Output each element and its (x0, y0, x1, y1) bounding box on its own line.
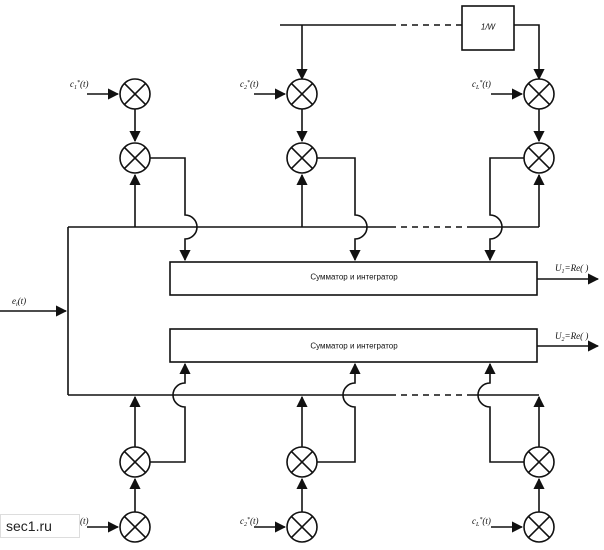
bottom-multiplier-ref-1 (119, 511, 151, 543)
top-feed-L (484, 157, 554, 262)
top-multiplier-ref-L (523, 78, 555, 110)
scaler-box (461, 5, 515, 51)
bottom-feed-2 (317, 362, 361, 463)
top-multiplier-sig-1 (119, 142, 151, 174)
top-ref-2-label: c2*(t) (240, 79, 259, 92)
watermark: sec1.ru (0, 514, 80, 538)
top-multiplier-ref-L-cross-b (527, 82, 551, 106)
bottom-multiplier-sig-1 (119, 446, 151, 478)
top-multiplier-sig-1-cross-b (123, 146, 147, 170)
top-ref-L-label: cL*(t) (472, 79, 491, 92)
top-feed-1 (150, 157, 198, 262)
bottom-multiplier-ref-L (523, 511, 555, 543)
bottom-ref-2-label: c2*(t) (240, 516, 259, 529)
bottom-multiplier-sig-2-cross-b (290, 450, 314, 474)
top-multiplier-ref-1 (119, 78, 151, 110)
top-ref-1-label: c1*(t) (70, 79, 89, 92)
bottom-multiplier-sig-L (523, 446, 555, 478)
bottom-multiplier-ref-2-cross-b (290, 515, 314, 539)
scaler-label: 1/W (480, 22, 496, 32)
top-multiplier-sig-L (523, 142, 555, 174)
bottom-ref-L-label: cL*(t) (472, 516, 491, 529)
bottom-multiplier-sig-2 (286, 446, 318, 478)
top-multiplier-sig-L-cross-b (527, 146, 551, 170)
top-multiplier-sig-2-cross-b (290, 146, 314, 170)
output-1-label: U1=Re( ) (555, 263, 589, 276)
bottom-multiplier-ref-1-cross-b (123, 515, 147, 539)
output-2-label: U2=Re( ) (555, 331, 589, 344)
top-multiplier-ref-2 (286, 78, 318, 110)
top-feed-2 (317, 157, 368, 262)
top-multiplier-sig-2 (286, 142, 318, 174)
scaler-to-mL (514, 24, 545, 81)
bottom-feed-1 (150, 362, 191, 463)
bottom-multiplier-ref-2 (286, 511, 318, 543)
bottom-multiplier-ref-L-cross-b (527, 515, 551, 539)
summator-bottom-label: Сумматор и интегратор (310, 341, 398, 351)
top-multiplier-ref-1-cross-b (123, 82, 147, 106)
bottom-multiplier-sig-L-cross-b (527, 450, 551, 474)
bottom-feed-L (477, 362, 554, 463)
top-multiplier-ref-2-cross-b (290, 82, 314, 106)
bottom-multiplier-sig-1-cross-b (123, 450, 147, 474)
summator-bottom (169, 328, 538, 363)
summator-top-label: Сумматор и интегратор (310, 272, 398, 282)
summator-top (169, 261, 538, 296)
input-signal-label: ei(t) (12, 296, 27, 309)
